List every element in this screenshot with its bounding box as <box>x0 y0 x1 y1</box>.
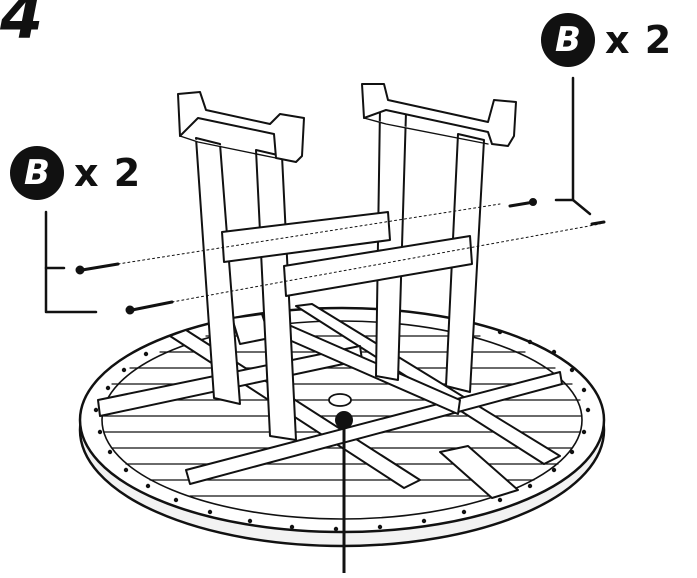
bolt-b-left-lower <box>125 300 174 315</box>
left-bracket <box>44 210 98 314</box>
callout-part-b-right: B x 2 <box>541 13 672 67</box>
bolt-b-right-upper <box>508 198 537 208</box>
bolt-guides <box>117 203 601 303</box>
part-quantity: x 2 <box>74 151 142 195</box>
step-number: 4 <box>0 0 44 53</box>
hole-leader <box>335 411 353 575</box>
part-badge: B <box>10 146 64 200</box>
part-quantity: x 2 <box>605 18 673 62</box>
bolt-b-left-upper <box>75 262 120 275</box>
bolt-b-right-lower <box>590 220 606 226</box>
leg-frame <box>177 83 517 441</box>
part-badge: B <box>541 13 595 67</box>
callout-part-b-left: B x 2 <box>10 146 141 200</box>
right-bracket <box>554 76 592 216</box>
